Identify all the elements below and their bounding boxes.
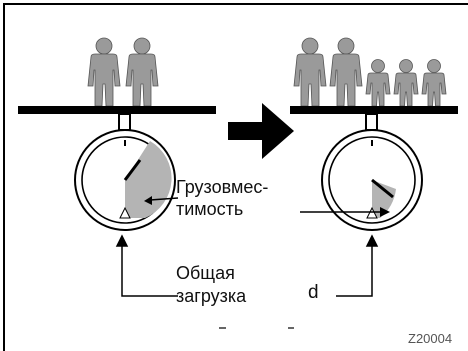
person-icon: [329, 37, 363, 107]
total-load-bracket: [115, 234, 379, 297]
child-icon: [393, 59, 419, 107]
gauge-needle-right: [371, 178, 394, 199]
platform-left: [18, 106, 216, 114]
gauge-icon: [74, 129, 176, 231]
child-icon: [421, 59, 447, 107]
total-load-label-line1: Общая: [176, 263, 235, 283]
gauge-stem-left: [118, 113, 131, 131]
person-icon: [125, 37, 159, 107]
figure-code: Z20004: [408, 331, 453, 346]
stray-fragment: d: [308, 282, 319, 303]
capacity-callout: [144, 196, 390, 217]
person-icon: [293, 37, 327, 107]
capacity-label-line2: тимость: [176, 199, 244, 219]
gauge-needle-left: [123, 159, 142, 181]
total-load-label-line2: загрузка: [176, 286, 247, 306]
child-icon: [365, 59, 391, 107]
capacity-sector-right: [372, 180, 396, 218]
gauge-stem-right: [365, 113, 378, 131]
capacity-label-line1: Грузовмес-: [176, 177, 269, 197]
platform-right: [290, 106, 458, 114]
person-icon: [87, 37, 121, 107]
arrow-right-icon: [228, 103, 294, 159]
gauge-icon: [321, 129, 423, 231]
right-scene: [290, 37, 458, 231]
frame-border: [3, 3, 468, 351]
